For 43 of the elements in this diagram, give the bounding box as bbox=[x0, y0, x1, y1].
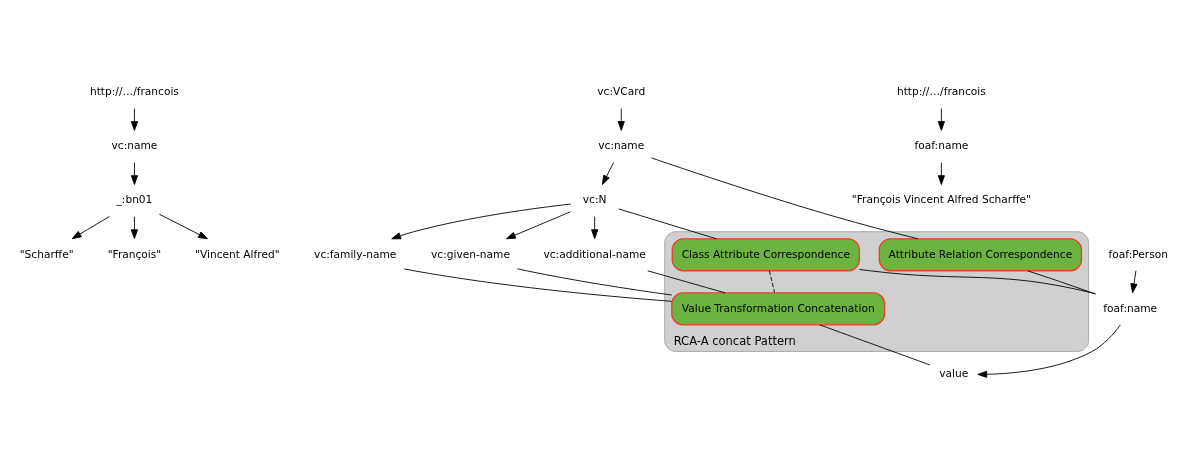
node-text: "Vincent Alfred" bbox=[195, 247, 280, 261]
arrow bbox=[158, 213, 208, 239]
node-text: vc:VCard bbox=[597, 84, 646, 98]
arrow bbox=[71, 215, 110, 239]
node-text: foaf:name bbox=[914, 138, 969, 152]
node-text: _:bn01 bbox=[116, 192, 153, 206]
node-text: foaf:Person bbox=[1108, 247, 1168, 261]
node-text: vc:name bbox=[111, 138, 158, 152]
node-text: value bbox=[939, 366, 969, 380]
node-text: "Scharffe" bbox=[19, 247, 74, 261]
connector bbox=[768, 269, 776, 293]
node-text: vc:given-name bbox=[431, 247, 510, 261]
connector bbox=[651, 157, 919, 239]
node-box: Class Attribute Correspondence bbox=[671, 237, 861, 271]
arrow bbox=[591, 215, 599, 239]
connector bbox=[819, 323, 931, 365]
connector bbox=[647, 269, 726, 293]
node-text: vc:additional-name bbox=[543, 247, 646, 261]
arrow bbox=[506, 210, 571, 239]
arrow bbox=[391, 203, 572, 239]
arrow bbox=[937, 107, 945, 131]
arrow bbox=[977, 323, 1121, 378]
connector bbox=[403, 267, 673, 302]
arrow bbox=[602, 161, 614, 185]
connector bbox=[858, 268, 1096, 294]
node-text: foaf:name bbox=[1103, 301, 1158, 315]
arrow bbox=[617, 107, 625, 131]
node-text: "François Vincent Alfred Scharffe" bbox=[851, 192, 1031, 206]
node-box: Value Transformation Concatenation bbox=[671, 291, 886, 325]
arrow bbox=[130, 107, 138, 131]
arrow bbox=[937, 161, 945, 185]
arrow bbox=[130, 215, 138, 239]
node-box: Attribute Relation Correspondence bbox=[878, 237, 1083, 271]
node-text: vc:N bbox=[582, 192, 607, 206]
node-text: "François" bbox=[107, 247, 162, 261]
connector bbox=[516, 267, 673, 295]
arrow bbox=[130, 161, 138, 185]
node-text: vc:name bbox=[598, 138, 645, 152]
connector bbox=[618, 208, 717, 239]
node-text: http://…/francois bbox=[89, 84, 179, 98]
arrow bbox=[1130, 269, 1138, 293]
node-text: vc:family-name bbox=[314, 247, 397, 261]
node-text: http://…/francois bbox=[896, 84, 986, 98]
